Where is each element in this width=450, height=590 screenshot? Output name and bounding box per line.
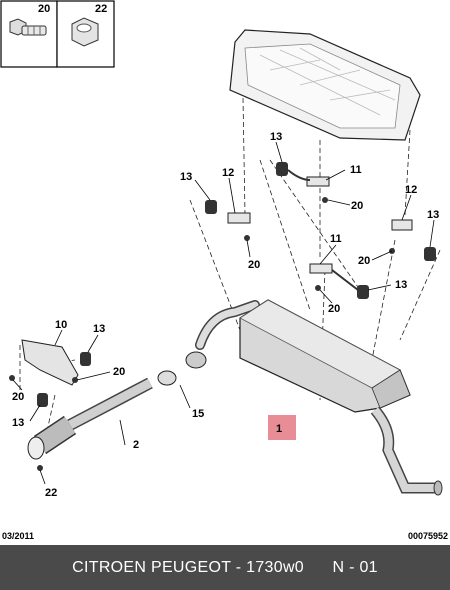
callout-13-top: 13 [270,131,282,143]
hanger-right [389,219,436,261]
callout-20-f: 20 [12,391,24,403]
callout-20-e: 20 [113,366,125,378]
brand-label: CITROEN PEUGEOT - 1730w0 [72,558,304,576]
callout-13-right: 13 [427,209,439,221]
footer-bar: CITROEN PEUGEOT - 1730w0 N - 01 [0,545,450,590]
callout-1: 1 [276,423,282,435]
callout-15: 15 [192,408,204,420]
callout-12-right: 12 [405,184,417,196]
callout-13-low: 13 [12,417,24,429]
callout-11-mid: 11 [330,233,342,245]
bolt-icon [9,18,47,36]
clamp [157,351,207,386]
legend-box-22 [56,0,115,68]
front-bracket [9,339,91,471]
callout-13-mid: 13 [395,279,407,291]
callout-20-b: 20 [248,259,260,271]
heat-shield [229,29,421,141]
code-label: 00075952 [407,531,448,541]
hanger-middle-low [309,263,369,299]
callout-12-left: 12 [222,167,234,179]
callout-11-top: 11 [350,164,362,176]
callout-13-bracket: 13 [93,323,105,335]
callout-13-left: 13 [180,171,192,183]
part-1-highlight [268,415,296,440]
intermediate-pipe [27,377,153,460]
legend-box-20 [0,0,58,68]
exhaust-diagram: 20 22 [0,0,443,499]
callout-10: 10 [55,319,67,331]
date-label: 03/2011 [2,531,35,541]
callout-20-key: 20 [38,3,50,15]
callout-22-key: 22 [95,3,107,15]
callout-20-a: 20 [351,200,363,212]
sheet-label: N - 01 [332,558,378,576]
callout-22: 22 [45,487,57,499]
hanger-middle-top [276,162,330,203]
leader-lines [12,141,435,485]
callout-2: 2 [133,439,139,451]
callout-20-d: 20 [328,303,340,315]
callout-20-c: 20 [358,255,370,267]
hanger-left [205,200,251,241]
nut-icon [71,17,99,47]
rear-muffler [195,299,443,496]
